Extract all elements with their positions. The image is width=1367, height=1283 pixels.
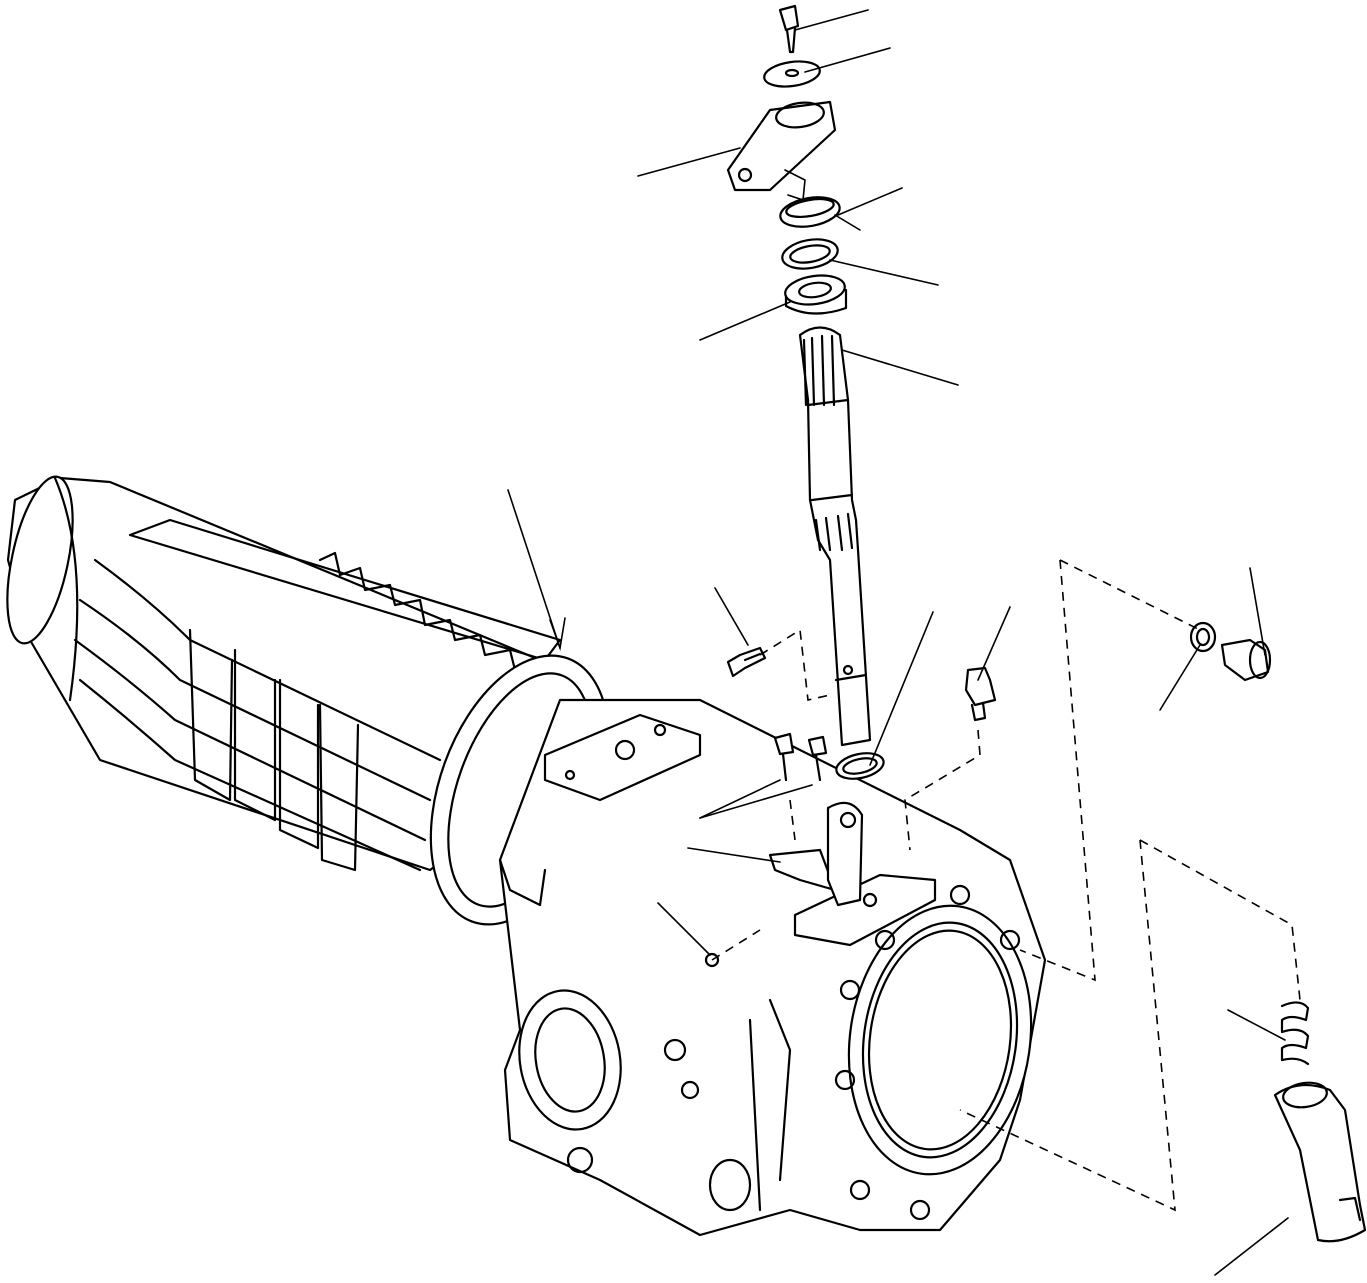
leader-lines <box>507 9 1289 1276</box>
assembly-paths <box>711 559 1301 1212</box>
axle-housing <box>6 475 1047 1237</box>
small-parts <box>726 621 1367 1243</box>
shaft-assembly <box>726 4 885 780</box>
